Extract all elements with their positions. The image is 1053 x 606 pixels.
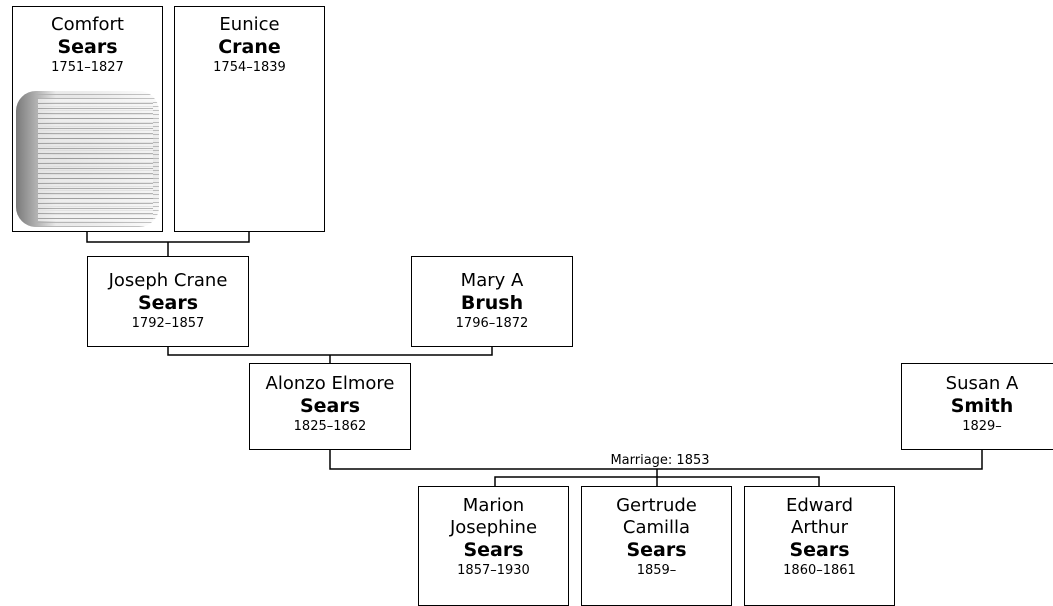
surname: Smith (950, 395, 1014, 417)
given-name-middle: Camilla (622, 517, 691, 538)
person-card-edward-arthur-sears[interactable]: Edward Arthur Sears 1860–1861 (744, 486, 895, 606)
surname: Crane (218, 36, 281, 58)
document-scan-thumbnail-icon[interactable] (16, 91, 159, 227)
surname: Brush (460, 292, 524, 314)
life-years: 1751–1827 (51, 60, 124, 75)
life-years: 1754–1839 (213, 60, 286, 75)
surname: Sears (57, 36, 118, 58)
person-card-marion-josephine-sears[interactable]: Marion Josephine Sears 1857–1930 (418, 486, 569, 606)
life-years: 1796–1872 (455, 316, 529, 331)
given-name: Susan A (945, 373, 1019, 394)
person-card-alonzo-elmore-sears[interactable]: Alonzo Elmore Sears 1825–1862 (249, 363, 411, 450)
life-years: 1857–1930 (457, 563, 530, 578)
given-name-middle: Josephine (449, 517, 538, 538)
given-name: Eunice (219, 14, 280, 35)
person-card-mary-a-brush[interactable]: Mary A Brush 1796–1872 (411, 256, 573, 347)
surname: Sears (463, 539, 524, 561)
life-years: 1825–1862 (293, 419, 367, 434)
given-name-first: Gertrude (616, 495, 697, 516)
couple-line-alonzo-susan (329, 450, 983, 470)
person-card-joseph-crane-sears[interactable]: Joseph Crane Sears 1792–1857 (87, 256, 249, 347)
given-name: Joseph Crane (108, 270, 228, 291)
couple-line-joseph-mary (167, 347, 493, 356)
surname: Sears (626, 539, 687, 561)
given-name: Comfort (51, 14, 124, 35)
person-card-eunice-crane[interactable]: Eunice Crane 1754–1839 (174, 6, 325, 232)
life-years: 1859– (636, 563, 677, 578)
given-name: Alonzo Elmore (265, 373, 395, 394)
given-name: Mary A (460, 270, 524, 291)
surname: Sears (137, 292, 199, 314)
couple-line-comfort-eunice (86, 232, 250, 243)
surname: Sears (299, 395, 361, 417)
given-name-first: Edward (785, 495, 854, 516)
life-years: 1792–1857 (131, 316, 205, 331)
given-name-first: Marion (462, 495, 525, 516)
person-card-gertrude-camilla-sears[interactable]: Gertrude Camilla Sears 1859– (581, 486, 732, 606)
life-years: 1860–1861 (783, 563, 856, 578)
person-card-comfort-sears[interactable]: Comfort Sears 1751–1827 (12, 6, 163, 232)
given-name-middle: Arthur (791, 517, 848, 538)
life-years: 1829– (962, 419, 1002, 434)
surname: Sears (789, 539, 850, 561)
marriage-label: Marriage: 1853 (560, 453, 760, 468)
person-card-susan-a-smith[interactable]: Susan A Smith 1829– (901, 363, 1053, 450)
